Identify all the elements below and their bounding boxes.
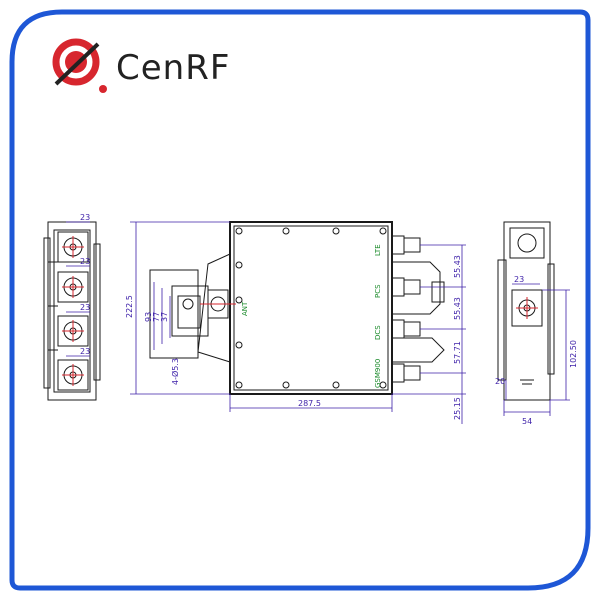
dim-face-4: 23 <box>80 347 90 356</box>
dim-right-2: 55.43 <box>453 297 462 320</box>
dim-77: 77 <box>152 312 161 322</box>
brand-name: CenRF <box>116 48 231 88</box>
dim-side-20: 20 <box>495 377 505 386</box>
dim-height-222: 222.5 <box>125 295 134 318</box>
dim-side-54: 54 <box>522 417 532 426</box>
dim-face-2: 23 <box>80 257 90 266</box>
dim-93: 93 <box>144 312 153 322</box>
connector-face-view <box>43 221 101 401</box>
dim-side-102: 102.50 <box>569 340 578 368</box>
right-connector-3 <box>391 319 421 339</box>
right-connector-2 <box>391 277 421 297</box>
dim-face-1: 23 <box>80 213 90 222</box>
side-view <box>497 221 555 401</box>
filter-body-top-view <box>149 221 445 395</box>
port-label-lte: LTE <box>374 244 382 256</box>
dim-width-287: 287.5 <box>298 399 321 408</box>
logo-ring-icon <box>52 38 100 86</box>
dim-right-3: 57.71 <box>453 341 462 364</box>
port-label-dcs: DCS <box>374 325 382 340</box>
dim-face-3: 23 <box>80 303 90 312</box>
right-connector-4 <box>391 363 421 383</box>
right-connector-1 <box>391 235 421 255</box>
ant-label: ANT <box>241 301 249 316</box>
dim-side-23: 23 <box>514 275 524 284</box>
logo-slash-icon <box>54 42 100 86</box>
dim-37: 37 <box>160 312 169 322</box>
cenrf-logo <box>52 38 107 93</box>
dim-right-4: 25.15 <box>453 397 462 420</box>
port-label-pcs: PCS <box>374 284 382 298</box>
port-label-gsm900: GSM900 <box>374 359 382 388</box>
dim-holes: 4-Ø5.3 <box>170 358 180 385</box>
dim-right-1: 55.43 <box>453 255 462 278</box>
